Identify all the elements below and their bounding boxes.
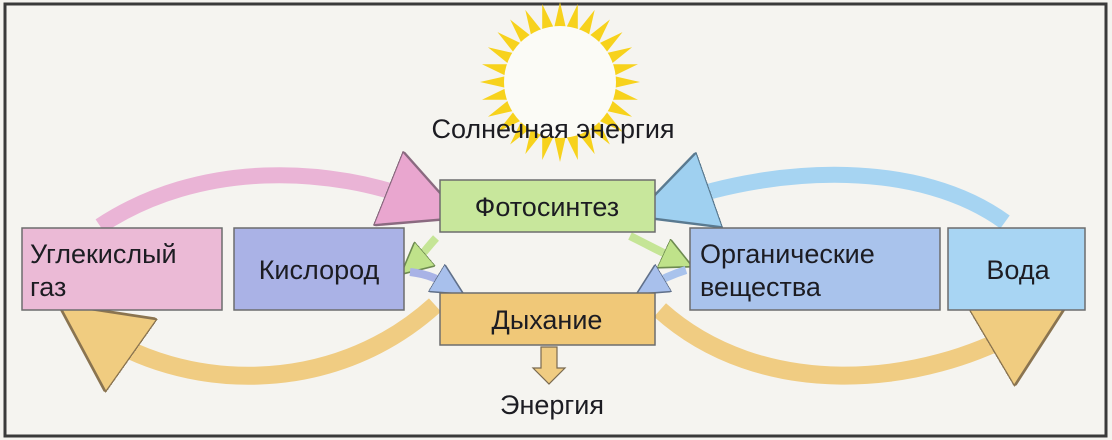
arrow-water-to-photosynthesis: [672, 175, 1010, 222]
organic-label-line2: вещества: [700, 272, 822, 302]
co2-label-line1: Углекислый: [30, 239, 177, 269]
sun-disc: [504, 26, 616, 138]
node-water: Вода: [947, 227, 1086, 311]
node-photosynthesis: Фотосинтез: [439, 179, 656, 233]
sun-icon: [480, 2, 640, 162]
photosynthesis-label: Фотосинтез: [475, 192, 619, 222]
arrow-photosynthesis-to-organic: [628, 232, 678, 260]
arrow-respiration-to-water: [653, 310, 1030, 376]
arrow-co2-to-photosynthesis: [95, 175, 425, 233]
energy-label: Энергия: [500, 390, 604, 420]
node-oxygen: Кислород: [233, 227, 405, 311]
water-label: Вода: [986, 255, 1050, 285]
arrow-down-energy: [531, 346, 567, 385]
oxygen-label: Кислород: [259, 255, 380, 285]
respiration-label: Дыхание: [492, 305, 603, 335]
arrow-oxygen-to-respiration: [409, 272, 450, 286]
co2-label-line2: газ: [30, 272, 66, 302]
arrow-organic-to-respiration: [650, 270, 688, 286]
node-organic: Органические вещества: [689, 227, 941, 311]
solar-energy-label: Солнечная энергия: [431, 114, 674, 144]
arrow-photosynthesis-to-oxygen: [413, 235, 439, 264]
organic-label-line1: Органические: [700, 239, 875, 269]
node-respiration: Дыхание: [439, 292, 656, 346]
arrow-respiration-to-co2: [95, 298, 442, 376]
node-co2: Углекислый газ: [21, 227, 223, 311]
